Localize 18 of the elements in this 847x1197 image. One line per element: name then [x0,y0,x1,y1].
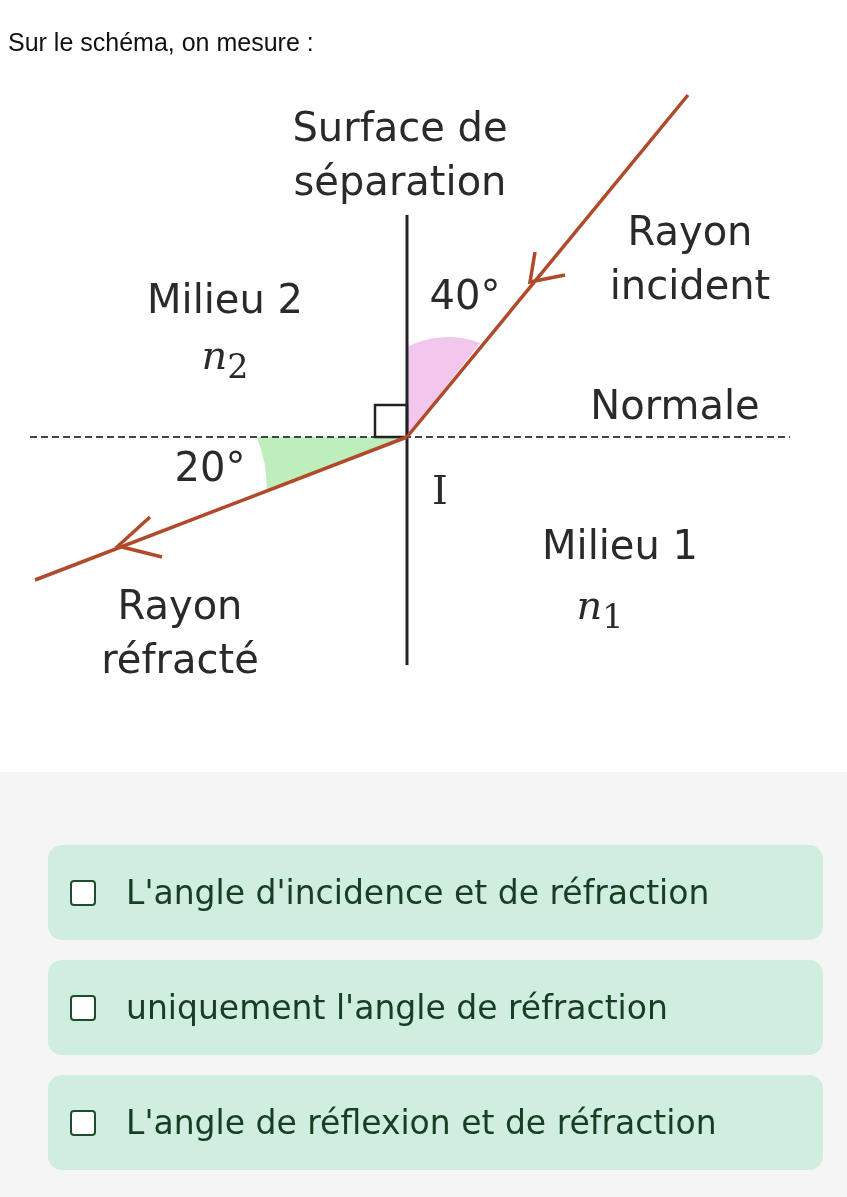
point-label: I [431,466,449,515]
answer-option [48,1075,823,1170]
answer-option [48,845,823,940]
diagram-label: Milieu 2 [146,275,304,324]
diagram-label: Normale [589,381,761,430]
angle-label: 20° [173,443,247,492]
diagram-label: n$_{1}$ [575,581,625,638]
angle-label: 40° [428,271,502,320]
diagram-label: Milieu 1 [541,521,699,570]
answer-option [48,960,823,1055]
diagram-label: Rayon réfracté [100,581,260,684]
diagram-label: Rayon incident [608,207,772,310]
diagram-label: n$_{2}$ [200,331,250,388]
option-text: L'angle de réflexion et de réfraction [126,1103,717,1142]
question-title: Sur le schéma, on mesure : [8,28,314,57]
diagram-label: Surface de séparation [291,103,509,206]
option-text: L'angle d'incidence et de réfraction [126,873,710,912]
option-text: uniquement l'angle de réfraction [126,988,668,1027]
